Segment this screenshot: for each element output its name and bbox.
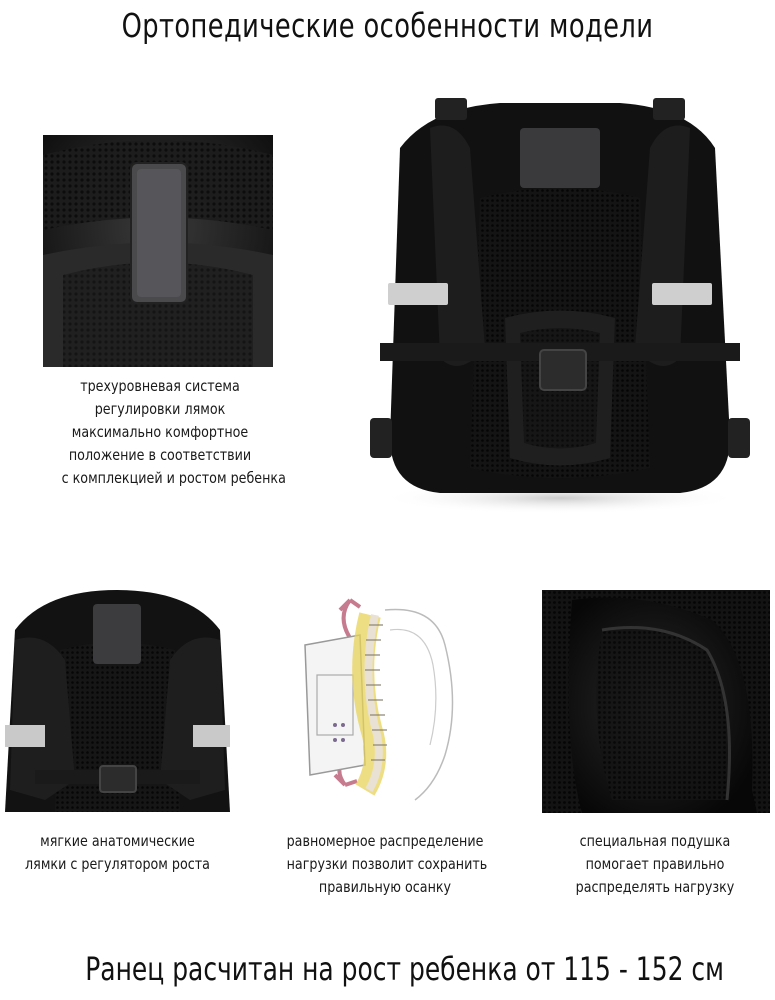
distribution-caption: равномерное распределение нагрузки позво… [286, 830, 488, 899]
page-title: Ортопедические особенности модели [121, 6, 654, 45]
back-cushion-photo [542, 590, 770, 813]
cushion-caption: специальная подушка помогает правильно р… [557, 830, 754, 899]
straps-caption: мягкие анатомические лямки с регулятором… [21, 830, 214, 876]
caption-line: максимально комфортное [71, 423, 249, 441]
caption-line: распределять нагрузку [575, 878, 735, 896]
caption-line: с комплекцией и ростом ребенка [61, 469, 286, 487]
caption-line: помогает правильно [585, 855, 725, 873]
caption-line: лямки с регулятором роста [25, 855, 210, 873]
caption-line: равномерное распределение [286, 832, 484, 850]
caption-line: правильную осанку [318, 878, 452, 896]
caption-line: трехуровневая система [80, 377, 240, 395]
caption-line: специальная подушка [579, 832, 731, 850]
caption-line: положение в соответствии [68, 446, 252, 464]
adjustment-caption: трехуровневая система регулировки лямок … [61, 375, 286, 490]
height-range-footer: Ранец расчитан на рост ребенка от 115 - … [85, 950, 724, 988]
backpack-back-photo [360, 88, 760, 518]
caption-line: мягкие анатомические [40, 832, 195, 850]
caption-line: регулировки лямок [94, 400, 226, 418]
anatomical-straps-photo [5, 590, 230, 812]
posture-diagram-photo [295, 585, 475, 805]
caption-line: нагрузки позволит сохранить [286, 855, 488, 873]
strap-adjustment-photo [43, 135, 273, 367]
